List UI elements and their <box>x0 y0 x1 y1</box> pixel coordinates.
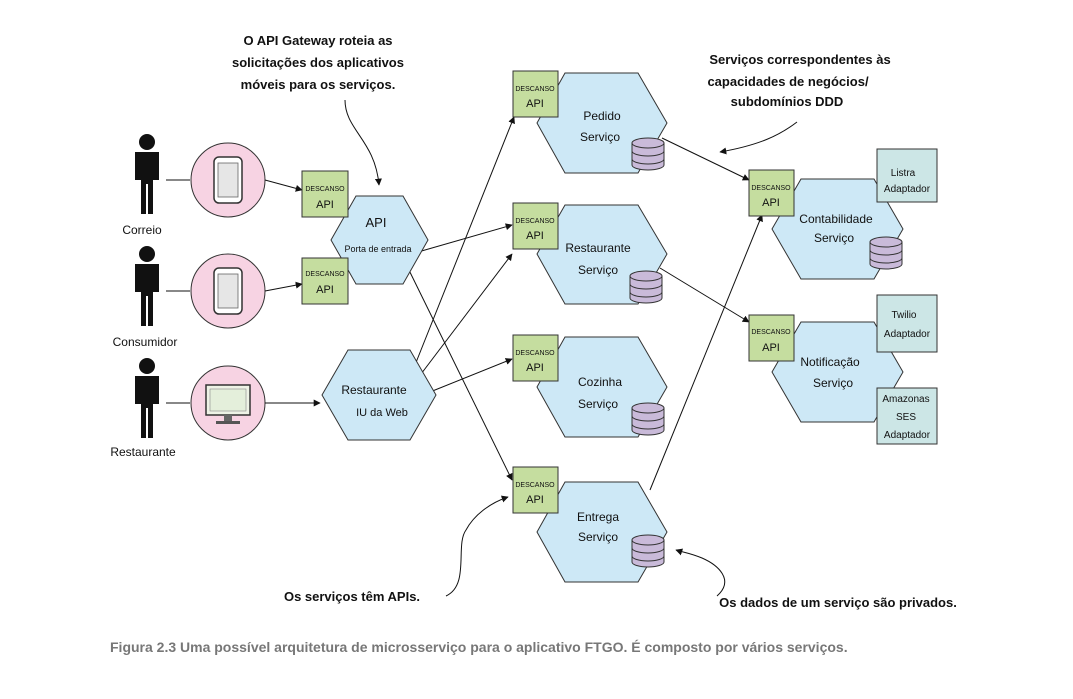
api-badge-cozinha[interactable]: DESCANSO API <box>512 334 559 382</box>
api-gateway[interactable]: API Porta de entrada <box>330 195 429 285</box>
service-contabilidade[interactable]: Contabilidade Serviço <box>771 178 904 280</box>
api-badge-gateway-1[interactable]: DESCANSO API <box>301 170 349 218</box>
adapter-sub: SES <box>896 412 916 423</box>
service-name: Entrega <box>577 510 619 524</box>
service-restaurante[interactable]: Restaurante Serviço <box>536 204 668 305</box>
api-badge-bottom: API <box>316 284 334 296</box>
api-badge-top: DESCANSO <box>515 218 555 225</box>
api-badge-bottom: API <box>762 342 780 354</box>
services-note-line-2: capacidades de negócios/ <box>707 74 869 89</box>
actor-restaurante: Restaurante <box>110 358 176 459</box>
gateway-subtitle: Porta de entrada <box>344 244 411 254</box>
service-entrega[interactable]: Entrega Serviço <box>536 481 668 583</box>
api-badge-top: DESCANSO <box>515 350 555 357</box>
database-icon <box>869 236 903 270</box>
monitor-icon <box>205 384 251 424</box>
device-monitor-restaurante <box>190 365 266 441</box>
services-note: Serviços correspondentes às capacidades … <box>707 52 890 109</box>
api-badge-bottom: API <box>762 197 780 209</box>
person-icon <box>135 246 159 326</box>
service-label: Serviço <box>813 376 853 390</box>
services-note-arrow <box>719 121 798 155</box>
private-data-note-arrow <box>675 548 726 597</box>
adapter-name: Listra <box>891 168 916 179</box>
service-notificacao[interactable]: Notificação Serviço <box>771 321 904 423</box>
actor-label: Correio <box>122 223 162 237</box>
actor-consumidor: Consumidor <box>113 246 178 349</box>
api-badge-contabilidade[interactable]: DESCANSO API <box>748 169 795 217</box>
service-pedido[interactable]: Pedido Serviço <box>536 72 668 174</box>
service-label: Serviço <box>578 397 618 411</box>
service-name: Pedido <box>583 109 621 123</box>
adapter-name: Twilio <box>891 310 916 321</box>
api-badge-notificacao[interactable]: DESCANSO API <box>748 314 795 362</box>
service-name: Notificação <box>800 355 860 369</box>
adapter-label: Adaptador <box>884 184 931 195</box>
service-name: Contabilidade <box>799 212 873 226</box>
api-badge-top: DESCANSO <box>305 271 345 278</box>
api-badge-top: DESCANSO <box>751 329 791 336</box>
api-badge-gateway-2[interactable]: DESCANSO API <box>301 257 349 305</box>
gateway-note: O API Gateway roteia as solicitações dos… <box>232 33 404 92</box>
adapter-label: Adaptador <box>884 430 931 441</box>
figure-caption: Figura 2.3 Uma possível arquitetura de m… <box>110 639 848 655</box>
database-icon <box>631 402 665 436</box>
adapter-name: Amazonas <box>882 394 929 405</box>
person-icon <box>135 134 159 214</box>
adapter-amazon-ses[interactable]: Amazonas SES Adaptador <box>876 387 938 445</box>
api-badge-entrega[interactable]: DESCANSO API <box>512 466 559 514</box>
gateway-note-line-3: móveis para os serviços. <box>241 77 396 92</box>
api-badge-bottom: API <box>526 494 544 506</box>
service-label: Serviço <box>580 130 620 144</box>
api-badge-pedido[interactable]: DESCANSO API <box>512 70 559 118</box>
api-badge-bottom: API <box>526 98 544 110</box>
api-badge-bottom: API <box>526 362 544 374</box>
service-label: Serviço <box>578 530 618 544</box>
apis-note-arrow <box>445 495 509 597</box>
web-ui-line-1: Restaurante <box>341 383 407 397</box>
database-icon <box>631 534 665 568</box>
service-name: Restaurante <box>565 241 631 255</box>
api-badge-top: DESCANSO <box>751 185 791 192</box>
api-badge-top: DESCANSO <box>515 482 555 489</box>
service-name: Cozinha <box>578 375 622 389</box>
device-phone-correio <box>190 142 266 218</box>
adapter-label: Adaptador <box>884 329 931 340</box>
services-note-line-3: subdomínios DDD <box>731 94 844 109</box>
actor-label: Consumidor <box>113 335 178 349</box>
api-badge-top: DESCANSO <box>305 186 345 193</box>
gateway-title: API <box>366 215 387 230</box>
services-note-line-1: Serviços correspondentes às <box>709 52 890 67</box>
service-label: Serviço <box>578 263 618 277</box>
service-label: Serviço <box>814 231 854 245</box>
restaurant-web-ui[interactable]: Restaurante IU da Web <box>321 349 437 441</box>
actor-correio: Correio <box>122 134 162 237</box>
web-ui-line-2: IU da Web <box>356 407 408 419</box>
person-icon <box>135 358 159 438</box>
adapter-listra[interactable]: Listra Adaptador <box>876 148 938 203</box>
api-badge-bottom: API <box>526 230 544 242</box>
gateway-note-line-2: solicitações dos aplicativos <box>232 55 404 70</box>
apis-note: Os serviços têm APIs. <box>284 589 420 604</box>
private-data-note: Os dados de um serviço são privados. <box>719 595 957 610</box>
api-badge-top: DESCANSO <box>515 86 555 93</box>
database-icon <box>629 270 663 304</box>
gateway-note-line-1: O API Gateway roteia as <box>243 33 392 48</box>
database-icon <box>631 137 665 171</box>
adapter-twilio[interactable]: Twilio Adaptador <box>876 294 938 353</box>
api-badge-bottom: API <box>316 199 334 211</box>
connections <box>404 116 763 491</box>
device-phone-consumidor <box>190 253 266 329</box>
api-badge-restaurante[interactable]: DESCANSO API <box>512 202 559 250</box>
service-cozinha[interactable]: Cozinha Serviço <box>536 336 668 438</box>
actor-label: Restaurante <box>110 445 176 459</box>
gateway-note-arrow <box>344 99 382 186</box>
